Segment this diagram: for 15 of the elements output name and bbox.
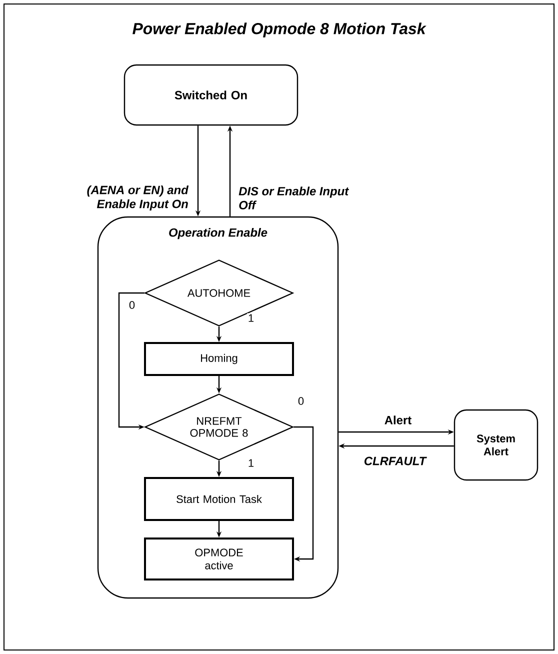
edge-label: (AENA or EN) and Enable Input On xyxy=(82,184,190,212)
edge-label: DIS or Enable Input Off xyxy=(238,186,350,210)
state-box: Switched On xyxy=(124,64,298,126)
process-box: OPMODE active xyxy=(144,538,294,580)
process-box: Homing xyxy=(144,342,294,376)
edge-label: Alert xyxy=(383,414,413,426)
edge-label: 1 xyxy=(246,313,256,323)
title: Power Enabled Opmode 8 Motion Task xyxy=(132,22,426,38)
edge-label: 0 xyxy=(128,300,136,310)
edge-label: 0 xyxy=(296,396,306,406)
edge-label: 1 xyxy=(246,458,256,468)
process-box: Start Motion Task xyxy=(144,477,294,521)
arrow xyxy=(294,426,314,562)
edge-label: CLRFAULT xyxy=(362,456,428,466)
state-box: System Alert xyxy=(454,409,538,481)
